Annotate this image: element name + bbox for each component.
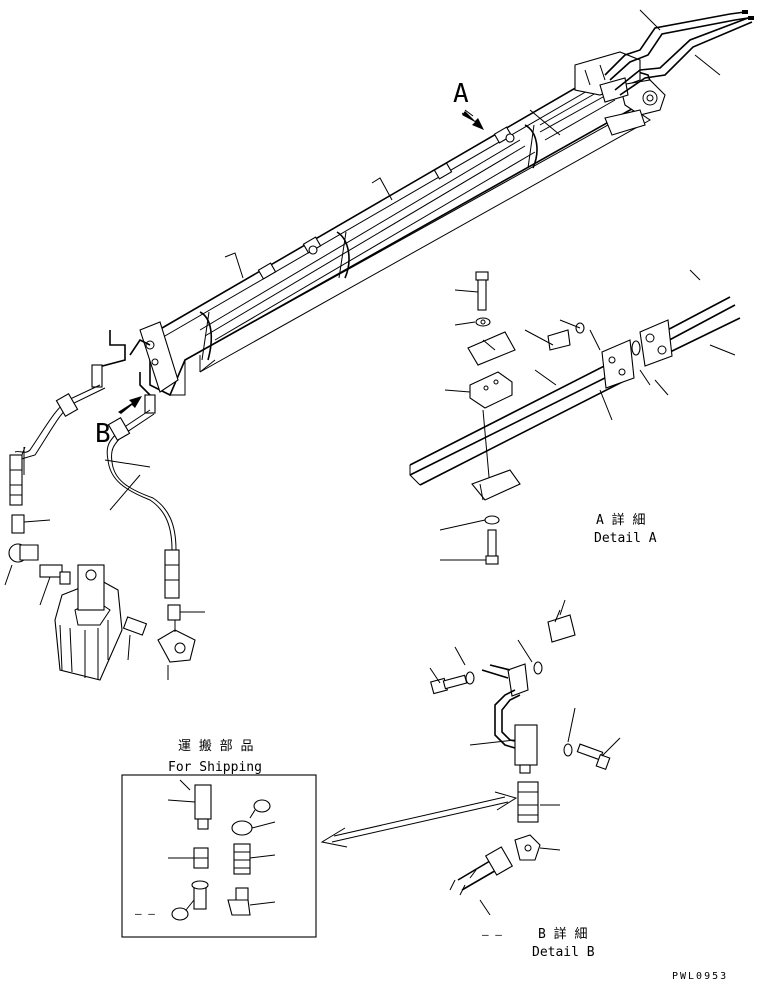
head-pipes — [604, 10, 754, 96]
left-fittings — [4, 514, 205, 681]
shipping-link-arrow — [320, 791, 518, 848]
view-label-b: B — [95, 419, 111, 449]
shipping-parts — [167, 779, 276, 921]
detail-b-en: Detail B — [532, 945, 595, 960]
view-arrow-a: A — [453, 79, 484, 130]
tube-clamps — [257, 126, 515, 280]
detail-a-drawing — [409, 269, 741, 565]
shipping-title-en: For Shipping — [168, 760, 262, 775]
view-label-a: A — [453, 79, 469, 109]
detail-a-en: Detail A — [594, 531, 657, 546]
shipping-box — [121, 774, 317, 938]
shipping-dash: — — — [135, 907, 155, 920]
detail-b-dash: — — — [482, 928, 502, 941]
detail-b-drawing — [429, 599, 621, 916]
boom-head — [574, 51, 666, 136]
view-arrow-b: B — [95, 396, 142, 449]
drawing-code: PWL0953 — [672, 971, 728, 982]
boom-assembly — [139, 9, 754, 397]
detail-b-jp: B 詳 細 — [538, 926, 587, 942]
detail-a-jp: A 詳 細 — [596, 512, 645, 528]
hydraulic-hoses — [9, 330, 180, 599]
valve-body — [54, 564, 148, 681]
shipping-title-jp: 運 搬 部 品 — [178, 739, 253, 754]
